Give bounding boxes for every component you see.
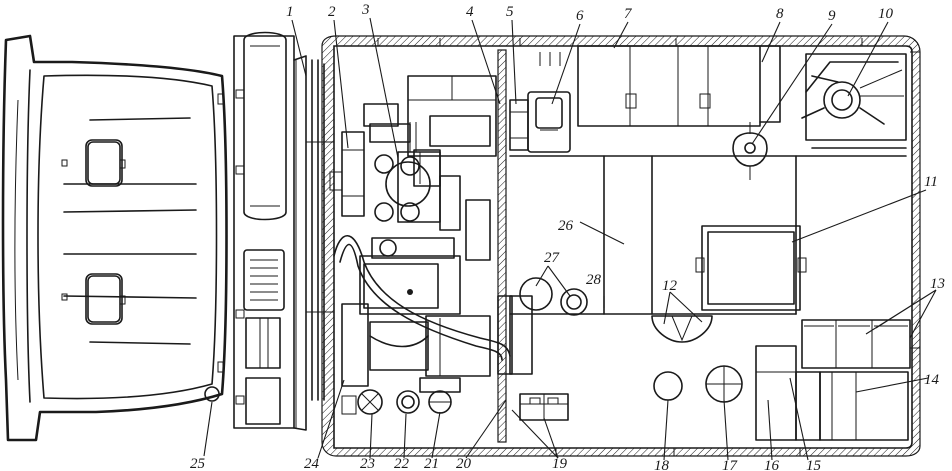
compartment-body <box>321 35 921 457</box>
callout-26: 26 <box>558 218 574 234</box>
callout-19: 19 <box>552 456 568 471</box>
callout-20: 20 <box>456 456 472 471</box>
callout-14: 14 <box>924 372 940 388</box>
cab <box>1 34 228 442</box>
callout-28: 28 <box>586 272 602 288</box>
callout-21: 21 <box>424 456 439 471</box>
callout-2: 2 <box>328 4 336 20</box>
callout-1: 1 <box>286 4 294 20</box>
callout-11: 11 <box>924 174 938 190</box>
tow-ball <box>204 386 220 402</box>
callout-6: 6 <box>576 8 584 24</box>
callout-labels: 1 2 3 4 5 6 7 8 9 10 11 12 13 14 15 16 1… <box>190 2 945 471</box>
callout-25: 25 <box>190 456 206 471</box>
leader-lines <box>203 17 937 461</box>
callout-12: 12 <box>662 278 678 294</box>
callout-7: 7 <box>624 6 633 22</box>
callout-3: 3 <box>361 2 370 18</box>
callout-8: 8 <box>776 6 784 22</box>
callout-17: 17 <box>722 458 739 471</box>
callout-22: 22 <box>394 456 410 471</box>
callout-23: 23 <box>360 456 375 471</box>
callout-24: 24 <box>304 456 320 471</box>
engine-room <box>306 59 511 415</box>
callout-10: 10 <box>878 6 894 22</box>
callout-27: 27 <box>544 250 561 266</box>
callout-18: 18 <box>654 458 670 471</box>
callout-15: 15 <box>806 458 822 471</box>
callout-16: 16 <box>764 458 780 471</box>
callout-5: 5 <box>506 4 514 20</box>
radiator-assembly <box>233 31 307 431</box>
callout-9: 9 <box>828 8 836 24</box>
callout-13: 13 <box>930 276 945 292</box>
callout-4: 4 <box>466 4 474 20</box>
front-cabinets <box>509 45 907 180</box>
